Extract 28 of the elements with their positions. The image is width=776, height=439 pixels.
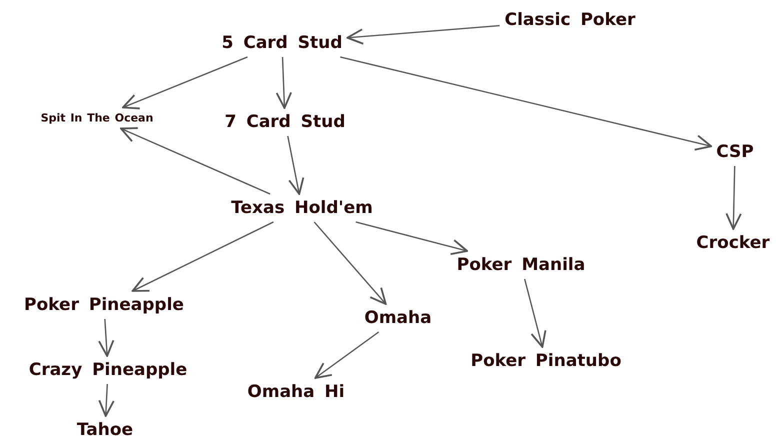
arrow: [340, 56, 712, 151]
node-label: 7 Card Stud: [222, 111, 348, 133]
node-label: Omaha: [362, 307, 434, 329]
arrow: [132, 221, 274, 292]
node-label: CSP: [714, 141, 756, 163]
node-label: Spit In The Ocean: [38, 110, 156, 126]
arrow: [524, 278, 546, 348]
node-label: Texas Hold'em: [229, 197, 375, 219]
node-label: Tahoe: [74, 419, 136, 439]
node-label: Crocker: [694, 232, 772, 254]
node-label: Poker Manila: [454, 254, 588, 276]
arrow: [122, 56, 248, 110]
node-label: Crazy Pineapple: [26, 359, 190, 381]
arrow: [314, 331, 380, 379]
arrow: [314, 222, 387, 305]
arrow: [98, 384, 115, 417]
arrow: [356, 221, 468, 256]
node-label: 5 Card Stud: [220, 32, 344, 54]
arrow: [346, 24, 500, 45]
arrow: [98, 318, 114, 357]
arrow: [276, 56, 292, 109]
arrow: [287, 136, 304, 195]
node-label: Poker Pinatubo: [468, 350, 624, 372]
arrow: [120, 127, 270, 195]
node-label: Poker Pineapple: [22, 294, 186, 316]
arrow: [726, 166, 742, 230]
node-label: Classic Poker: [502, 9, 638, 31]
node-label: Omaha Hi: [245, 381, 347, 403]
